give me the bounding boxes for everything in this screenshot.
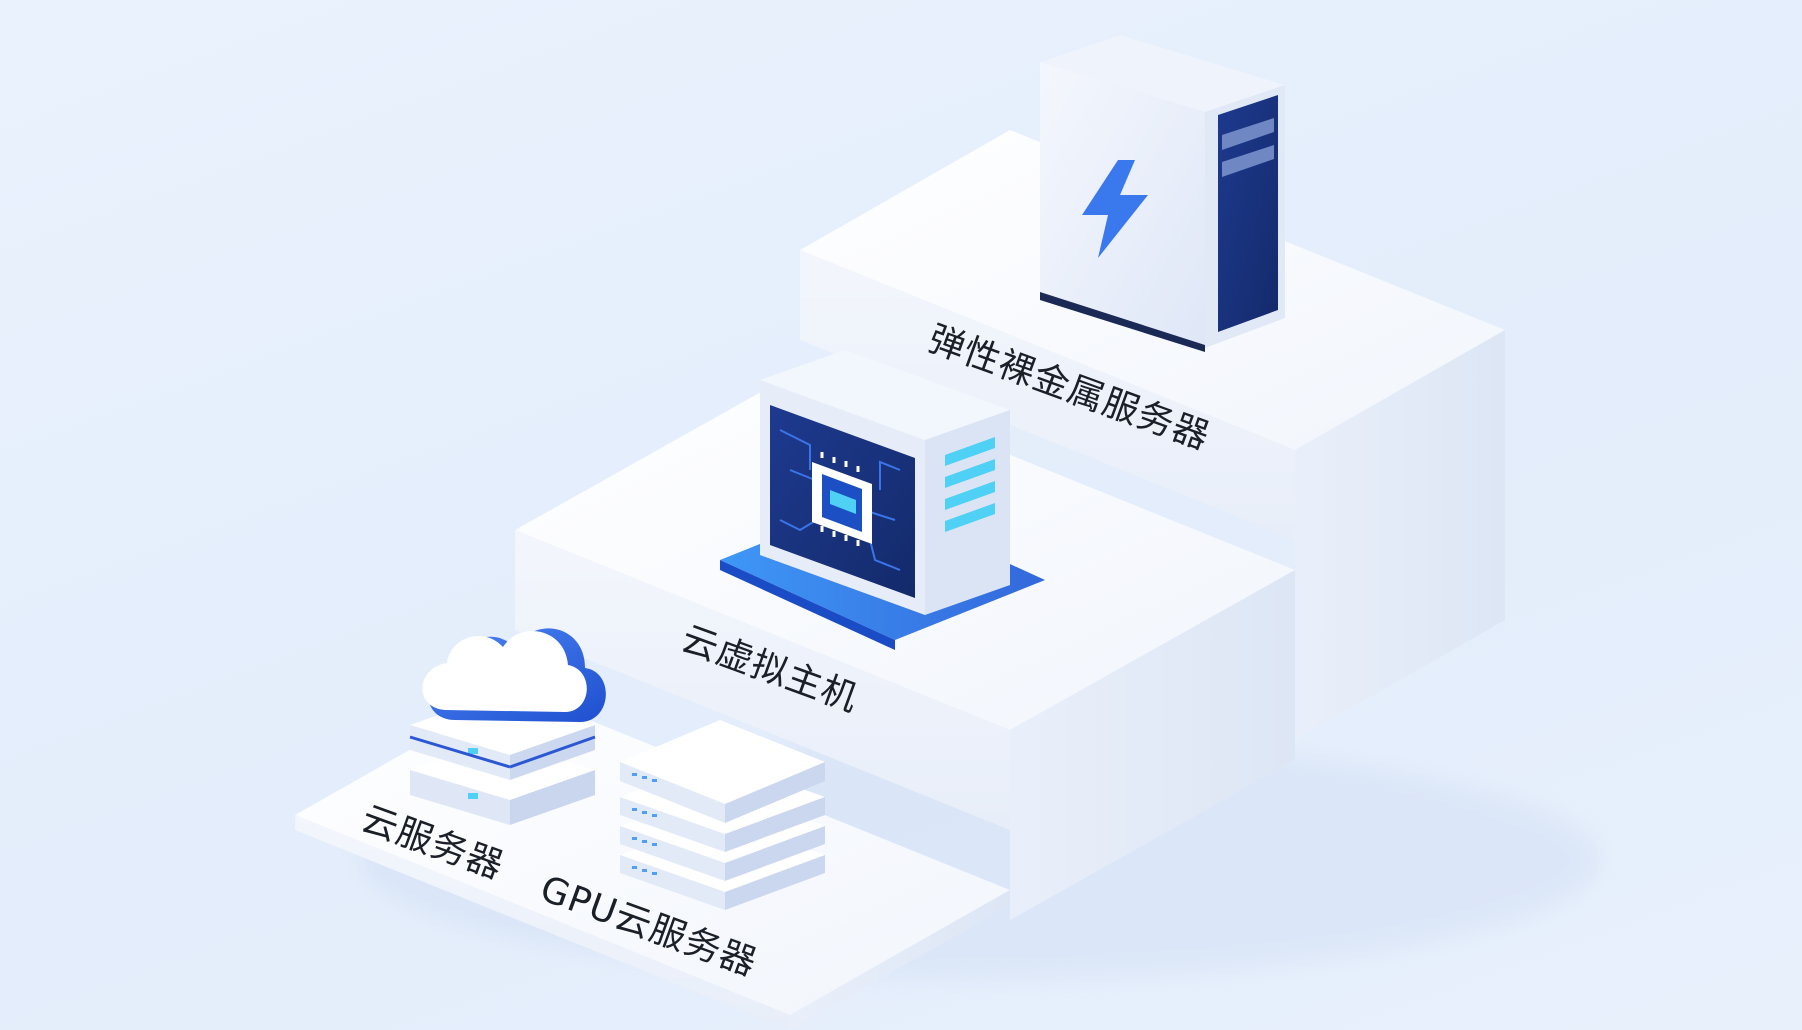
tower-base xyxy=(1040,292,1205,352)
step-2-side xyxy=(1010,570,1295,920)
cloud-server-icon xyxy=(409,628,606,825)
step-1-front xyxy=(295,815,790,1030)
lightning-bolt-icon xyxy=(1082,160,1148,258)
cloud-shape xyxy=(422,628,606,722)
step-3-side xyxy=(1295,330,1505,740)
tower-top xyxy=(1040,35,1285,112)
chip-host-icon xyxy=(720,350,1045,650)
tower-drive-bay-1 xyxy=(1222,118,1274,150)
chip-host-side xyxy=(925,410,1010,615)
chip-host-vents xyxy=(945,437,995,532)
chip-host-top xyxy=(760,350,1010,440)
step-3-front xyxy=(800,250,1295,540)
gpu-server-unit-1 xyxy=(620,720,825,823)
lightning-tower-server-icon xyxy=(1040,35,1285,352)
chip-host-pad-edge xyxy=(720,560,895,650)
chip-core xyxy=(812,452,872,546)
gpu-server-stack-icon xyxy=(620,720,825,910)
tower-drive-bay-2 xyxy=(1222,145,1274,177)
step-2-front xyxy=(515,530,1010,830)
step-1-side xyxy=(790,890,1010,1030)
